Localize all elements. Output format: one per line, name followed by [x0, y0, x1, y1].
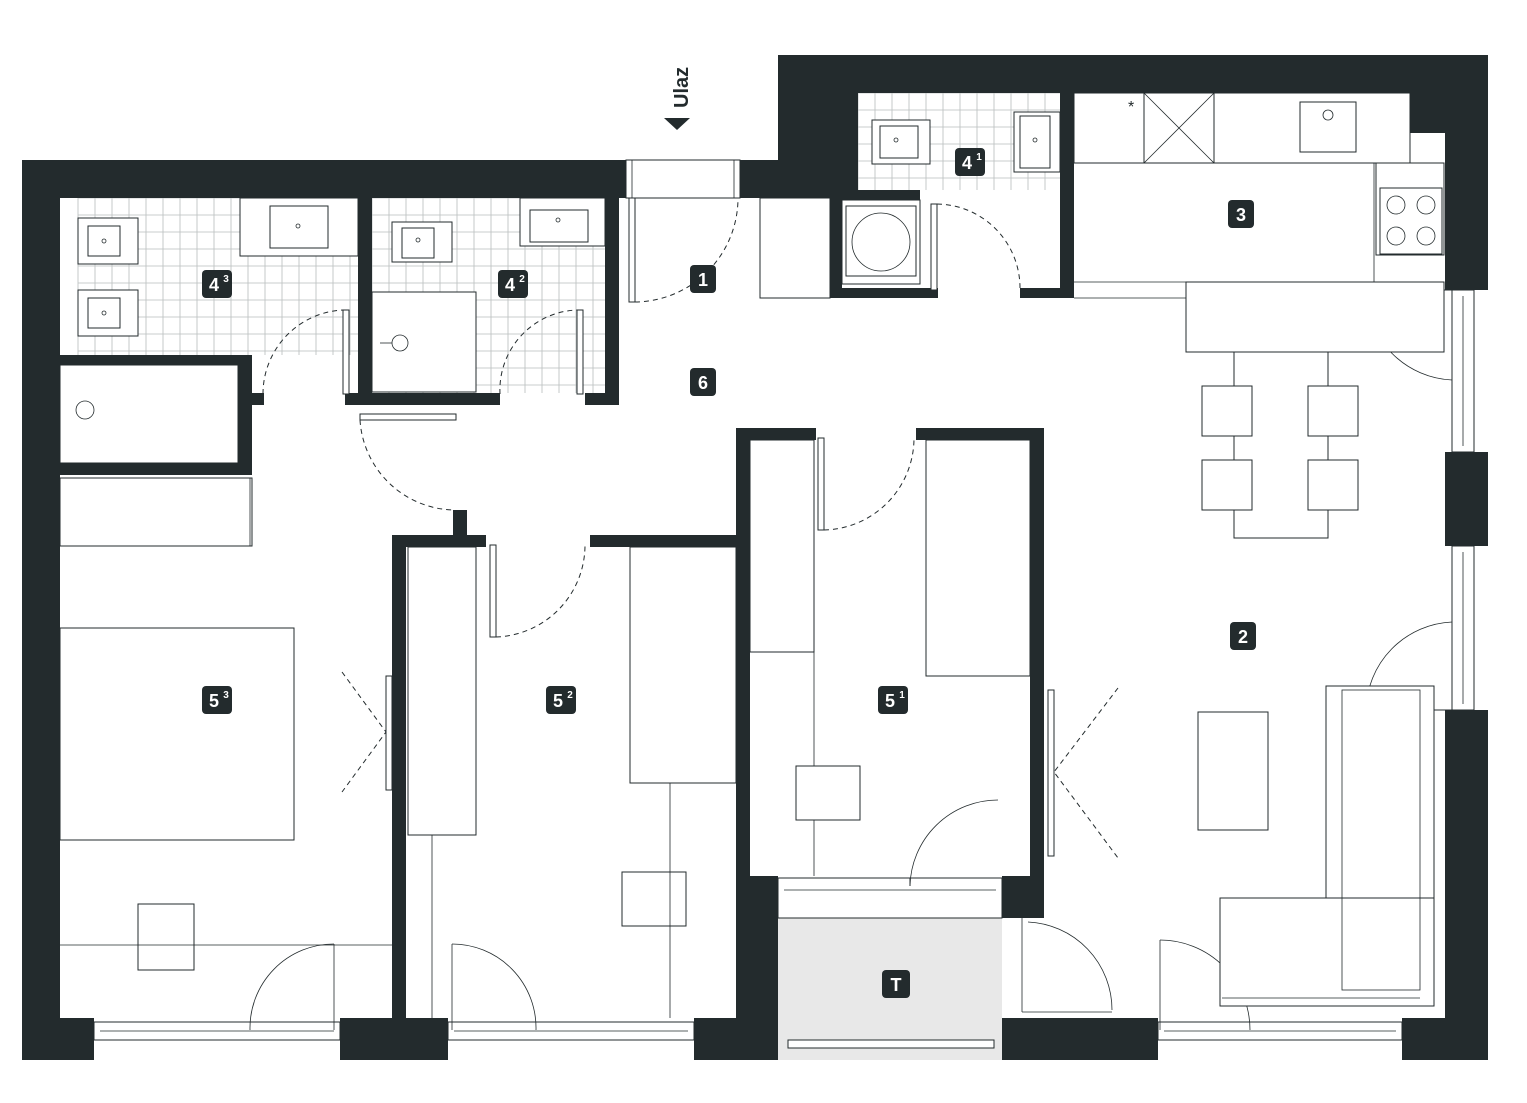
- room-badge-4-1: 4 1: [955, 148, 985, 176]
- svg-text:2: 2: [567, 690, 573, 701]
- svg-text:5: 5: [553, 691, 563, 711]
- svg-text:3: 3: [223, 690, 229, 701]
- svg-text:3: 3: [223, 274, 229, 285]
- svg-text:6: 6: [698, 373, 708, 393]
- svg-text:1: 1: [976, 152, 982, 163]
- svg-text:4: 4: [962, 153, 972, 173]
- svg-text:2: 2: [519, 274, 525, 285]
- doors: [249, 197, 1453, 1031]
- room-badge-1: 1: [690, 265, 716, 293]
- entrance-label: Ulaz: [671, 67, 693, 108]
- svg-text:3: 3: [1236, 205, 1246, 225]
- svg-text:4: 4: [505, 275, 515, 295]
- room-badge-3: 3: [1228, 200, 1254, 228]
- outer-walls: [22, 55, 1488, 1060]
- furniture: *: [59, 92, 1445, 1018]
- windows: [93, 159, 1475, 1049]
- room-badge-5-1: 5 1: [878, 686, 908, 714]
- room-badge-6: 6: [690, 368, 716, 396]
- room-badge-5-2: 5 2: [546, 686, 576, 714]
- room-badge-5-3: 5 3: [202, 686, 232, 714]
- svg-text:2: 2: [1238, 627, 1248, 647]
- room-badges: 1 2 3 4 1 4 2 4 3 5 1: [202, 148, 1256, 998]
- svg-text:4: 4: [209, 275, 219, 295]
- room-badge-4-2: 4 2: [498, 270, 528, 298]
- inner-walls: [58, 93, 1074, 1018]
- entrance-marker: Ulaz: [664, 67, 693, 130]
- svg-text:T: T: [891, 975, 902, 995]
- svg-text:*: *: [1128, 99, 1134, 116]
- svg-text:1: 1: [698, 270, 708, 290]
- svg-text:1: 1: [899, 690, 905, 701]
- room-badge-4-3: 4 3: [202, 270, 232, 298]
- svg-text:5: 5: [885, 691, 895, 711]
- room-badge-2: 2: [1230, 622, 1256, 650]
- svg-text:5: 5: [209, 691, 219, 711]
- room-badge-terrace: T: [882, 970, 910, 998]
